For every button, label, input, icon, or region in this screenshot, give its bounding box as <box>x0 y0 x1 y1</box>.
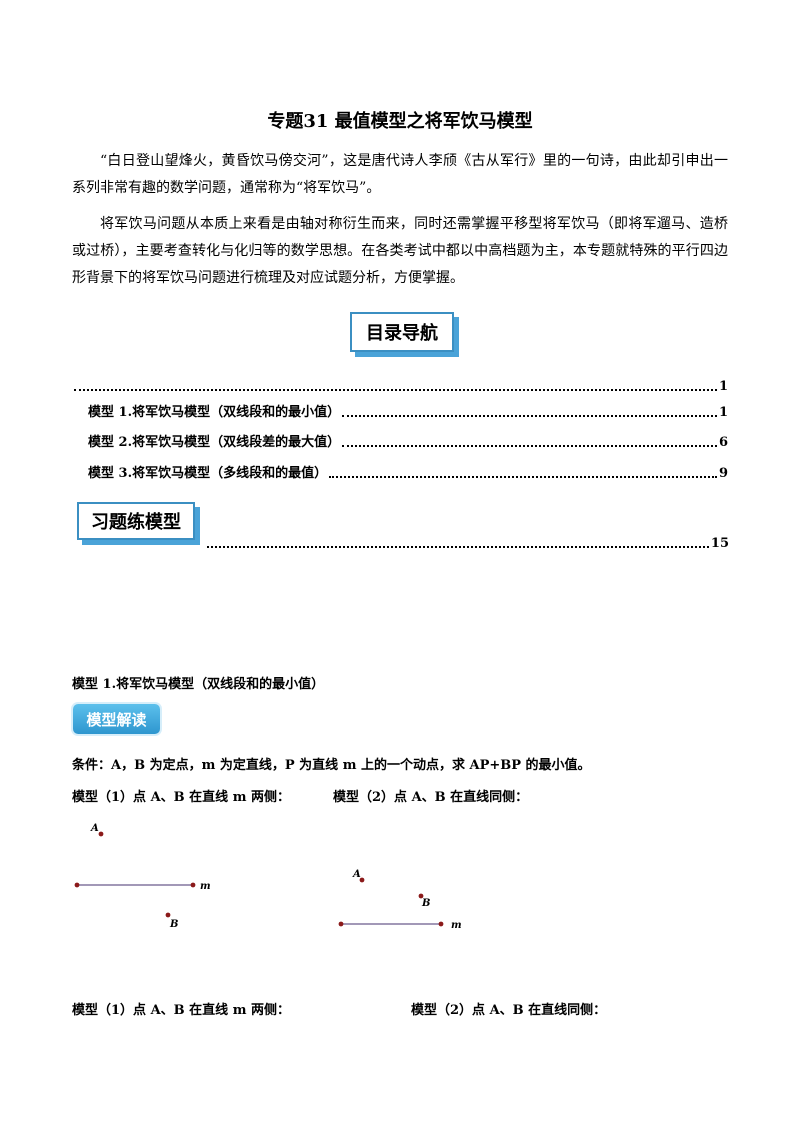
intro-paragraph-1: “白日登山望烽火，黄昏饮马傍交河”，这是唐代诗人李颀《古从军行》里的一句诗，由此… <box>72 153 728 196</box>
caption-model-2: 模型（2）点 A、B 在直线同侧： <box>333 790 529 805</box>
line-endpoint <box>338 921 344 927</box>
label-b: B <box>169 919 178 930</box>
toc-leader-dots <box>329 475 717 478</box>
caption-model-2-repeat: 模型（2）点 A、B 在直线同侧： <box>411 1003 607 1018</box>
toc-row[interactable]: 模型 3.将军饮马模型（多线段和的最值） 9 <box>88 462 728 481</box>
toc-row-label: 模型 2.将军饮马模型（双线段差的最大值） <box>88 435 341 450</box>
model-explain-tag: 模型解读 <box>73 704 160 734</box>
toc-row-exercises[interactable]: 15 <box>205 536 729 551</box>
point-b <box>165 912 171 918</box>
toc-row-page: 15 <box>710 536 729 551</box>
label-a: A <box>90 823 99 834</box>
toc-row[interactable]: 1 <box>72 379 728 394</box>
caption-model-1-repeat: 模型（1）点 A、B 在直线 m 两侧： <box>72 1003 290 1018</box>
toc-row[interactable]: 模型 1.将军饮马模型（双线段和的最小值） 1 <box>88 401 728 420</box>
intro-paragraph-2: 将军饮马问题从本质上来看是由轴对称衍生而来，同时还需掌握平移型将军饮马（即将军遛… <box>72 216 728 286</box>
line-endpoint <box>74 882 80 888</box>
toc-row-page: 9 <box>718 466 728 481</box>
label-b: B <box>421 898 430 909</box>
line-endpoint <box>438 921 444 927</box>
label-m: m <box>200 881 211 892</box>
toc-row[interactable]: 模型 2.将军饮马模型（双线段差的最大值） 6 <box>88 431 728 450</box>
diagram-opposite-sides: A B m <box>74 823 211 930</box>
point-a <box>359 877 365 883</box>
toc-row-label: 模型 3.将军饮马模型（多线段和的最值） <box>88 466 328 481</box>
toc-row-page: 1 <box>718 405 728 420</box>
line-endpoint <box>190 882 196 888</box>
section-heading: 模型 1.将军饮马模型（双线段和的最小值） <box>72 677 325 692</box>
toc-leader-dots <box>342 444 717 447</box>
point-a <box>98 831 104 837</box>
point-b <box>418 893 424 899</box>
toc-leader-dots <box>74 388 717 391</box>
toc-leader-dots <box>342 414 717 417</box>
label-a: A <box>352 869 361 880</box>
toc-row-label: 模型 1.将军饮马模型（双线段和的最小值） <box>88 405 341 420</box>
toc-row-page: 1 <box>718 379 728 394</box>
exercise-banner: 习题练模型 <box>77 502 195 540</box>
page-title: 专题31 最值模型之将军饮马模型 <box>267 111 533 132</box>
condition-text: 条件：A，B 为定点，m 为定直线，P 为直线 m 上的一个动点，求 AP+BP… <box>72 758 591 773</box>
label-m: m <box>451 920 462 931</box>
toc-leader-dots <box>207 545 709 548</box>
caption-model-1: 模型（1）点 A、B 在直线 m 两侧： <box>72 790 290 805</box>
toc-banner: 目录导航 <box>350 312 454 352</box>
diagram-same-side: A B m <box>338 869 462 931</box>
toc-row-page: 6 <box>718 435 728 450</box>
